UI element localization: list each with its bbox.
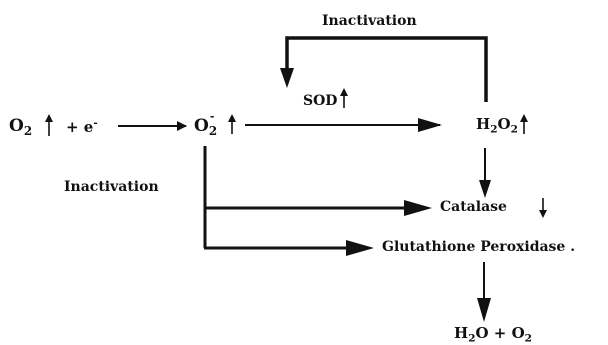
inactivation-left-label: Inactivation xyxy=(64,179,159,195)
water-oxygen-label: H2O + O2 xyxy=(454,324,532,345)
arrow-inactivation-loop xyxy=(285,36,488,102)
up-arrow-icon xyxy=(45,114,53,136)
down-arrow-icon xyxy=(539,198,547,218)
up-arrow-icon xyxy=(520,114,528,134)
arrow-gpx-to-water-head xyxy=(477,298,491,322)
h2o2-label: H2O2 xyxy=(476,115,518,136)
inactivation-top-label: Inactivation xyxy=(322,13,417,29)
catalase-label: Catalase xyxy=(440,199,507,215)
glutathione-peroxidase-label: Glutathione Peroxidase . xyxy=(382,239,576,255)
sod-label: SOD xyxy=(303,93,338,109)
oxygen-label: O2 xyxy=(9,116,33,139)
up-arrow-icon xyxy=(340,88,348,108)
up-arrow-icon xyxy=(228,114,236,134)
arrow-inactivation-loop-head xyxy=(280,68,294,88)
arrow-branch-to-catalase-head xyxy=(404,200,432,216)
electron-label: + e- xyxy=(66,117,98,136)
superoxide-label: O-2 xyxy=(194,110,218,139)
arrow-h2o2-to-catalase-head xyxy=(479,180,491,198)
arrow-branch-to-gpx-head xyxy=(346,240,374,256)
